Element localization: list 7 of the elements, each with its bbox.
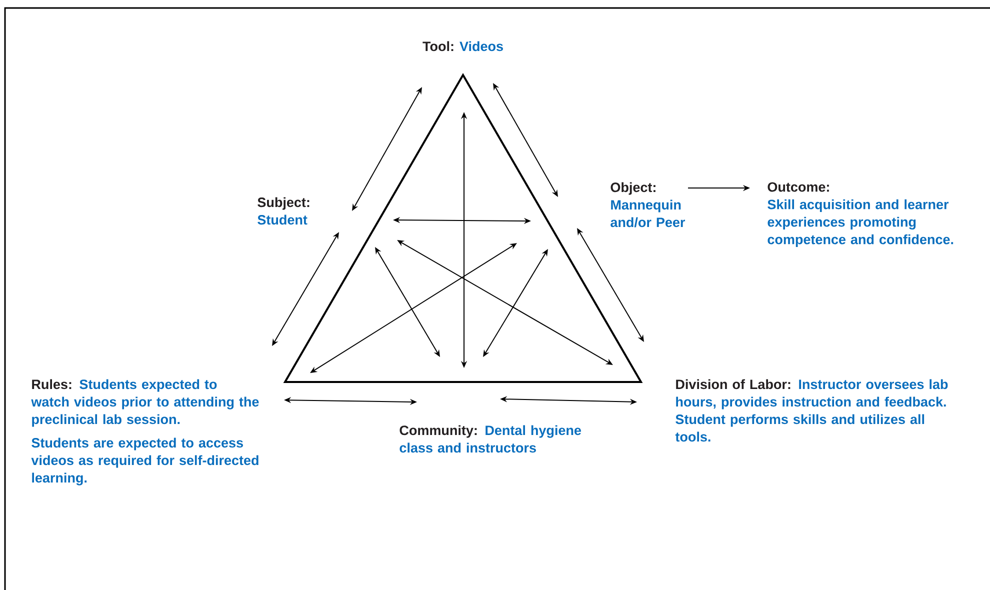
activity-label: Subject: Student xyxy=(258,197,310,225)
activity-label: Community: Dental hygiene class and instructors xyxy=(400,425,581,453)
activity-label: Division of Labor: Instructor oversees lab hours, provides instruction and feedback. Student performs skills and utilizes all tools. xyxy=(675,379,948,442)
activity-label: Rules: Students expected to watch videos prior to attending the preclinical lab session. Students are expected to access videos as required for self-directed learning. xyxy=(31,379,259,486)
activity-label: Object: Mannequin and/or Peer xyxy=(610,182,686,228)
activity-label: Outcome: Skill acquisition and learner experiences promoting competence and confidence. xyxy=(768,182,954,247)
activity-label: Tool: Videos xyxy=(422,41,503,52)
